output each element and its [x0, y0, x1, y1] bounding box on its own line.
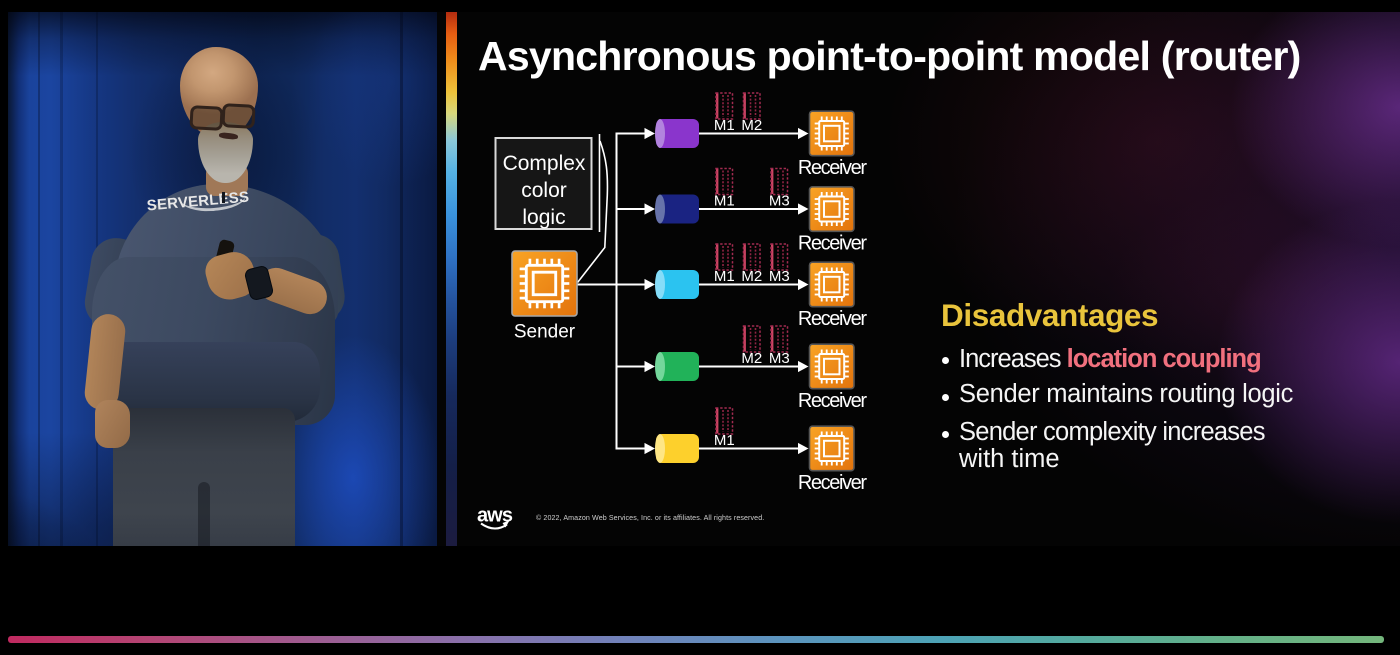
svg-text:aws: aws	[477, 505, 513, 527]
svg-text:Receiver: Receiver	[798, 157, 867, 179]
svg-text:M2: M2	[741, 268, 762, 285]
svg-text:Sender: Sender	[514, 322, 576, 343]
svg-text:M1: M1	[714, 432, 735, 449]
svg-text:M1: M1	[714, 268, 735, 285]
svg-text:M2: M2	[741, 350, 762, 367]
svg-text:M3: M3	[769, 268, 790, 285]
svg-text:M3: M3	[769, 350, 790, 367]
svg-text:Receiver: Receiver	[798, 472, 867, 494]
svg-text:Receiver: Receiver	[798, 308, 867, 330]
svg-text:M2: M2	[741, 117, 762, 134]
svg-text:Receiver: Receiver	[798, 233, 867, 255]
svg-text:M1: M1	[714, 193, 735, 210]
svg-text:Receiver: Receiver	[798, 390, 867, 412]
svg-text:M1: M1	[714, 117, 735, 134]
svg-text:M3: M3	[769, 193, 790, 210]
